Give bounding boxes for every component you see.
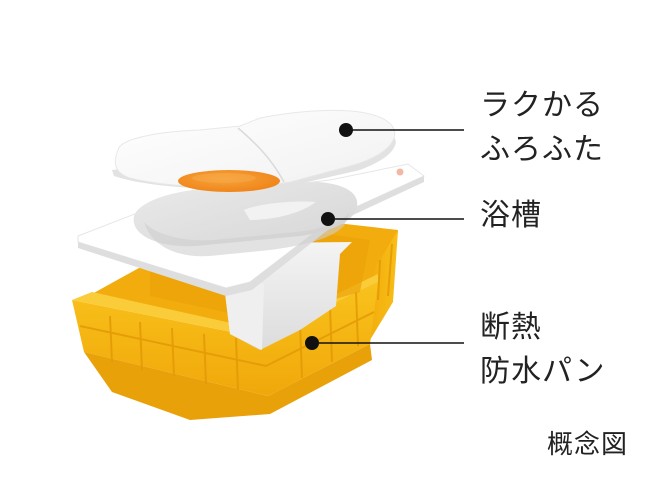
label-lid-line1: ラクかる <box>480 88 604 123</box>
bathtub <box>77 163 425 350</box>
label-pan-line2: 防水パン <box>480 354 606 389</box>
label-tub: 浴槽 <box>480 194 542 238</box>
leader-dot-tub <box>321 212 335 226</box>
caption: 概念図 <box>547 430 629 460</box>
bath-lid <box>112 109 396 192</box>
label-tub-line1: 浴槽 <box>480 198 542 233</box>
leader-lines <box>305 123 464 350</box>
leader-dot-pan <box>305 336 319 350</box>
leader-dot-lid <box>339 123 353 137</box>
label-pan: 断熱 防水パン <box>480 306 606 394</box>
label-lid: ラクかる ふろふた <box>480 84 604 172</box>
label-lid-line2: ふろふた <box>480 132 604 167</box>
label-pan-line1: 断熱 <box>480 310 542 345</box>
